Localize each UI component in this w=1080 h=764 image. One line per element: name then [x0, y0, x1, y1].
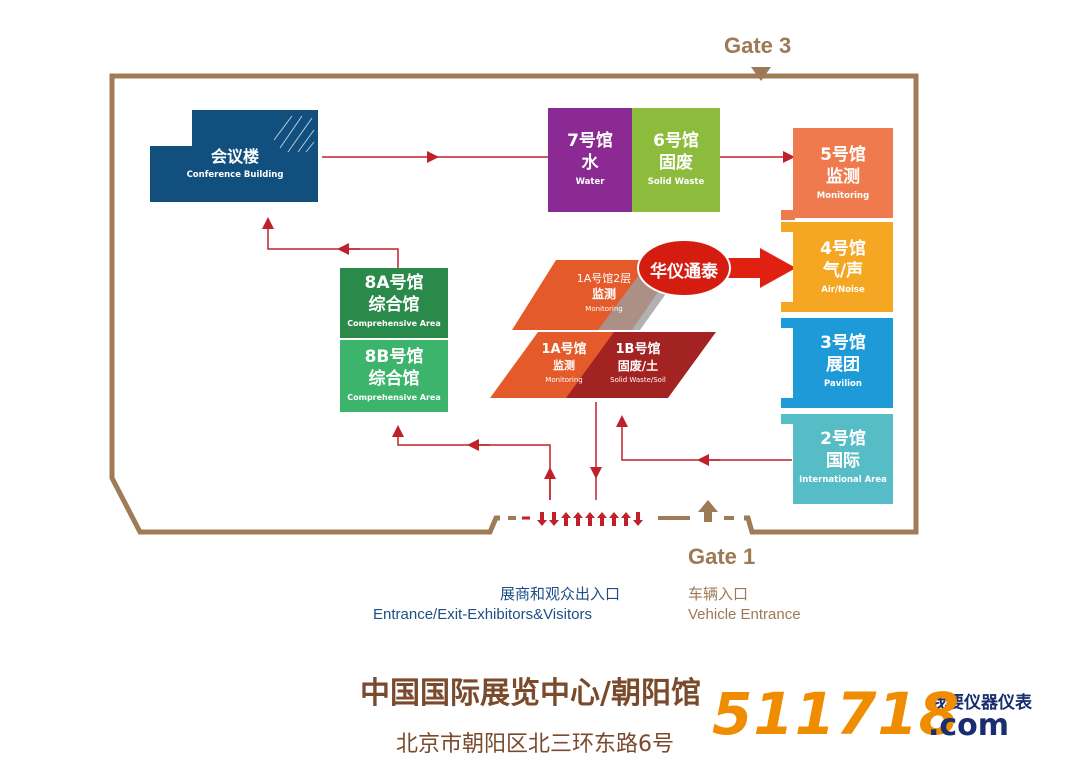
gate3-marker — [751, 67, 771, 81]
conference-hatch-pattern — [273, 115, 315, 153]
route-entrance-to-8b — [392, 425, 551, 500]
hall-2-cn1: 2号馆 — [820, 429, 866, 449]
hall-3-cn1: 3号馆 — [820, 333, 866, 353]
hall-1b[interactable]: 1B号馆 固废/土 Solid Waste/Soil — [588, 342, 688, 385]
hall-6[interactable]: 6号馆 固废 Solid Waste — [632, 108, 720, 212]
hall-1b-cn2: 固废/土 — [617, 359, 659, 373]
hall-8b-en: Comprehensive Area — [347, 393, 441, 402]
hall-8b-cn1: 8B号馆 — [364, 347, 424, 367]
hall-3-en: Pavilion — [824, 379, 862, 389]
route-8a-to-conf — [262, 217, 399, 270]
hall-2-cn2: 国际 — [826, 451, 860, 471]
hall-8a-en: Comprehensive Area — [347, 319, 441, 328]
legend-visitors-en: Entrance/Exit-Exhibitors&Visitors — [373, 606, 592, 623]
hall-4-cn1: 4号馆 — [820, 239, 866, 259]
hall-1a-cn2: 监测 — [553, 359, 575, 372]
hall-7-en: Water — [575, 177, 605, 187]
legend-vehicle-en: Vehicle Entrance — [688, 606, 801, 623]
watermark-suffix: .com — [928, 708, 1010, 743]
hall-5-cn1: 5号馆 — [820, 145, 866, 165]
hall-5-notch — [781, 210, 795, 220]
hall-1a-en: Monitoring — [545, 376, 583, 384]
hall-6-cn1: 6号馆 — [653, 131, 699, 151]
hall-4-cn2: 气/声 — [822, 261, 864, 281]
hall-1b-shape — [566, 332, 716, 398]
venue-wall-left — [109, 73, 772, 535]
gate1-label: Gate 1 — [688, 544, 756, 569]
hall-8a-cn2: 综合馆 — [368, 295, 420, 315]
venue-title: 中国国际展览中心/朝阳馆 — [360, 676, 701, 711]
hall-4-en: Air/Noise — [821, 285, 865, 295]
watermark-digits: 511718 — [712, 680, 961, 748]
hall-8a[interactable]: 8A号馆 综合馆 Comprehensive Area — [340, 268, 448, 338]
hall-3-notch-b — [781, 398, 795, 408]
hall-5[interactable]: 5号馆 监测 Monitoring — [793, 128, 893, 218]
legend-vehicle-cn: 车辆入口 — [688, 585, 749, 603]
hall-8b-cn2: 综合馆 — [368, 369, 420, 389]
hall-7-cn1: 7号馆 — [567, 131, 613, 151]
entrance-arrow-row — [522, 512, 643, 526]
hall-6-cn2: 固废 — [659, 153, 693, 173]
hall-4-notch-b — [781, 302, 795, 312]
hall-5-cn2: 监测 — [826, 167, 860, 187]
conference-shape — [150, 110, 318, 202]
gate1-vehicle-arrow — [698, 500, 718, 522]
hall-1b-cn1: 1B号馆 — [615, 342, 661, 357]
hall-1a2-en: Monitoring — [585, 305, 623, 313]
hall-3-notch — [781, 318, 795, 328]
hall-7-cn2: 水 — [581, 153, 599, 173]
hall-1b-en: Solid Waste/Soil — [610, 376, 666, 384]
hall-2[interactable]: 2号馆 国际 International Area — [793, 414, 893, 504]
hall-5-en: Monitoring — [816, 191, 870, 201]
venue-address: 北京市朝阳区北三环东路6号 — [396, 732, 674, 757]
hall-7[interactable]: 7号馆 水 Water — [548, 108, 632, 212]
venue-wall — [744, 73, 919, 535]
hall-1a-cn1: 1A号馆 — [541, 342, 587, 357]
hall-conference[interactable]: 会议楼 Conference Building — [160, 146, 310, 181]
hall-4-notch — [781, 222, 795, 232]
hall-conference-cn: 会议楼 — [210, 147, 259, 166]
highlight-oval — [637, 239, 731, 297]
gate3-label: Gate 3 — [724, 33, 792, 58]
route-2-to-1 — [616, 415, 792, 461]
hall-8a-cn1: 8A号馆 — [364, 273, 424, 293]
hall-1a2[interactable]: 1A号馆2层 监测 Monitoring — [556, 272, 652, 314]
hall-conference-en: Conference Building — [186, 170, 284, 180]
legend-visitors-cn: 展商和观众出入口 — [500, 585, 621, 603]
hall-6-en: Solid Waste — [647, 177, 705, 187]
hall-1a2-cn1: 1A号馆2层 — [576, 272, 632, 285]
hall-1a2-cn2: 监测 — [591, 287, 616, 301]
hall-3[interactable]: 3号馆 展团 Pavilion — [793, 318, 893, 408]
watermark-cn: 我要仪器仪表 — [930, 693, 1032, 713]
hall-3-cn2: 展团 — [826, 355, 860, 375]
hall-1a[interactable]: 1A号馆 监测 Monitoring — [518, 342, 610, 385]
hall-8b[interactable]: 8B号馆 综合馆 Comprehensive Area — [340, 340, 448, 412]
highlight-label: 华仪通泰 — [650, 262, 718, 282]
hall-2-en: International Area — [799, 475, 887, 485]
hall-4[interactable]: 4号馆 气/声 Air/Noise — [793, 222, 893, 312]
hall-2-notch — [781, 414, 795, 424]
